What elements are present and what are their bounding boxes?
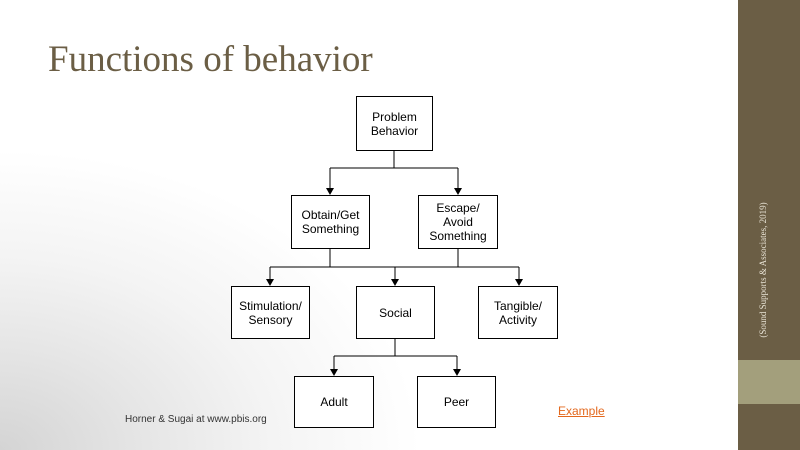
node-adult: Adult bbox=[294, 376, 374, 428]
node-social: Social bbox=[356, 286, 435, 339]
node-escape-avoid-something: Escape/ Avoid Something bbox=[418, 195, 498, 249]
source-credit: Horner & Sugai at www.pbis.org bbox=[125, 414, 267, 425]
sidebar-band bbox=[738, 360, 800, 404]
node-obtain-something: Obtain/Get Something bbox=[291, 195, 370, 249]
slide-canvas: Functions of behavior Proble bbox=[0, 0, 738, 450]
node-peer: Peer bbox=[417, 376, 496, 428]
slide-title: Functions of behavior bbox=[48, 39, 373, 80]
node-tangible-activity: Tangible/ Activity bbox=[478, 286, 558, 339]
diagram-connectors bbox=[266, 151, 523, 376]
example-link[interactable]: Example bbox=[558, 404, 605, 418]
sidebar-decoration: (Sound Supports & Associates, 2019) bbox=[738, 0, 800, 450]
node-stimulation-sensory: Stimulation/ Sensory bbox=[231, 286, 310, 339]
node-problem-behavior: Problem Behavior bbox=[356, 96, 433, 151]
citation-caption: (Sound Supports & Associates, 2019) bbox=[758, 202, 768, 338]
